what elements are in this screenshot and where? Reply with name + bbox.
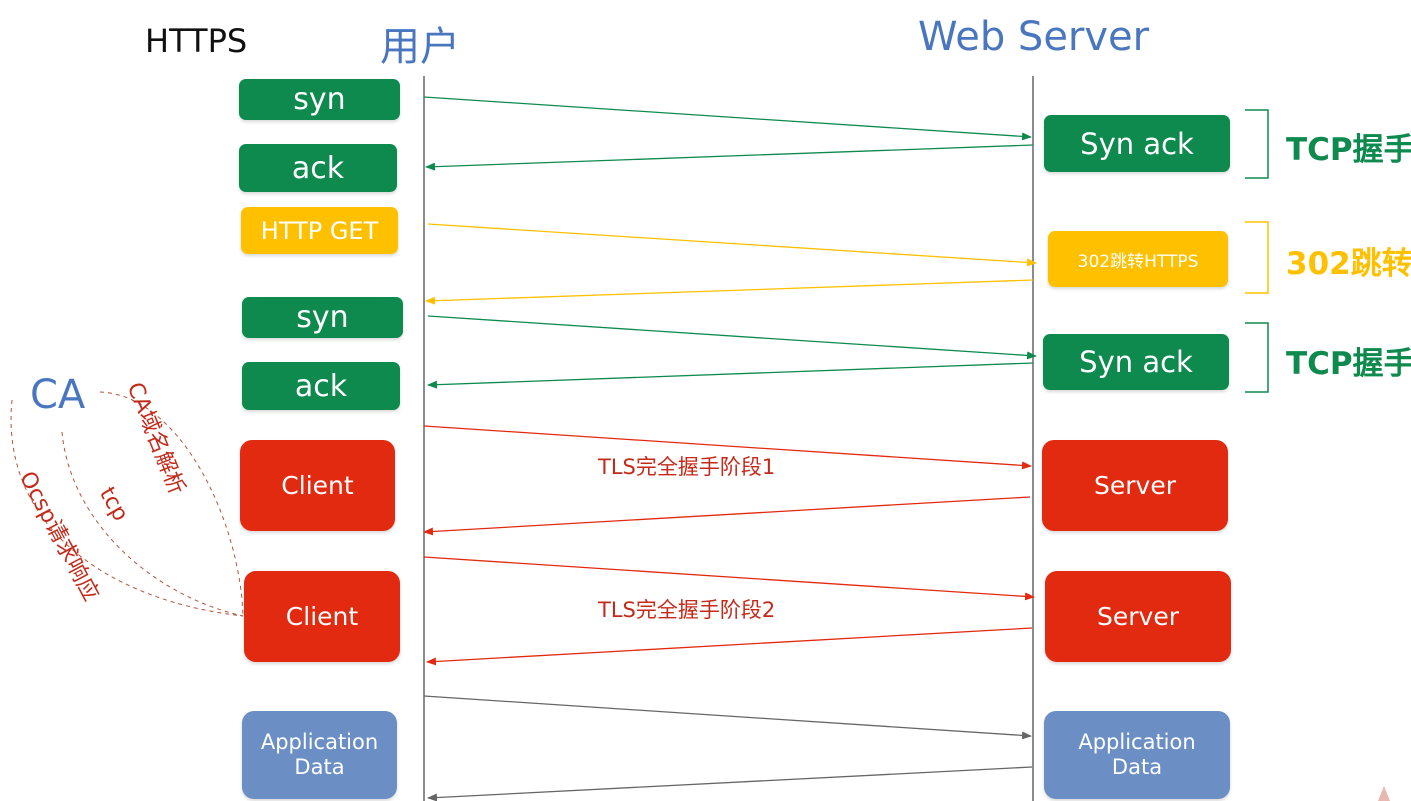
- arrow-syn-2: [427, 315, 1037, 360]
- redirect-302-box: 302跳转HTTPS: [1048, 231, 1228, 287]
- arrow-tls1-response: [423, 496, 1031, 536]
- bracket-302: [1245, 221, 1269, 294]
- ack-box-1: ack: [239, 144, 397, 192]
- arrow-synack-2: [427, 362, 1034, 389]
- syn-box-1: syn: [239, 79, 400, 120]
- server-app-data-line-2: Data: [1111, 755, 1163, 779]
- tls-phase-1-label: TLS完全握手阶段1: [598, 455, 776, 479]
- client-app-data-line-2: Data: [294, 755, 345, 779]
- server-application-data-box: Application Data: [1044, 711, 1230, 799]
- client-box-2: Client: [244, 571, 400, 662]
- http-get-box: HTTP GET: [241, 207, 398, 254]
- server-app-data-line-1: Application: [1078, 729, 1196, 754]
- arrow-appdata-response: [427, 766, 1033, 801]
- ca-curve-dns: [99, 391, 244, 617]
- arrow-synack-1: [425, 144, 1034, 171]
- client-box-1: Client: [240, 440, 395, 531]
- arrow-appdata-request: [423, 695, 1032, 740]
- synack-box-2: Syn ack: [1043, 334, 1229, 390]
- bracket-tcp-2: [1245, 322, 1269, 393]
- client-app-data-line-1: Application: [260, 729, 379, 754]
- arrow-tls1-request: [423, 425, 1032, 470]
- arrow-syn-1: [423, 96, 1032, 141]
- synack-box-1: Syn ack: [1044, 115, 1230, 172]
- server-box-1: Server: [1042, 440, 1228, 531]
- arrow-tls2-request: [423, 556, 1035, 601]
- redirect-302-label: 302跳转: [1286, 246, 1411, 282]
- tcp-handshake-label-1: TCP握手: [1286, 132, 1411, 168]
- syn-box-2: syn: [242, 297, 403, 338]
- ca-title: CA: [30, 372, 86, 418]
- arrow-302-redirect: [425, 279, 1034, 305]
- arrow-tls2-response: [426, 627, 1033, 666]
- client-application-data-box: Application Data: [242, 711, 397, 799]
- server-box-2: Server: [1045, 571, 1231, 662]
- ack-box-2: ack: [242, 362, 400, 410]
- tcp-handshake-label-2: TCP握手: [1286, 346, 1411, 382]
- corner-logo-icon: [1378, 786, 1390, 801]
- bracket-tcp-1: [1245, 109, 1269, 179]
- protocol-label: HTTPS: [145, 22, 248, 60]
- tls-phase-2-label: TLS完全握手阶段2: [598, 598, 776, 622]
- ca-curve-ocsp: [10, 399, 244, 617]
- arrow-http-get: [427, 223, 1037, 267]
- client-column-title: 用户: [380, 24, 460, 70]
- server-column-title: Web Server: [918, 14, 1150, 60]
- ca-curve-tcp: [61, 431, 244, 617]
